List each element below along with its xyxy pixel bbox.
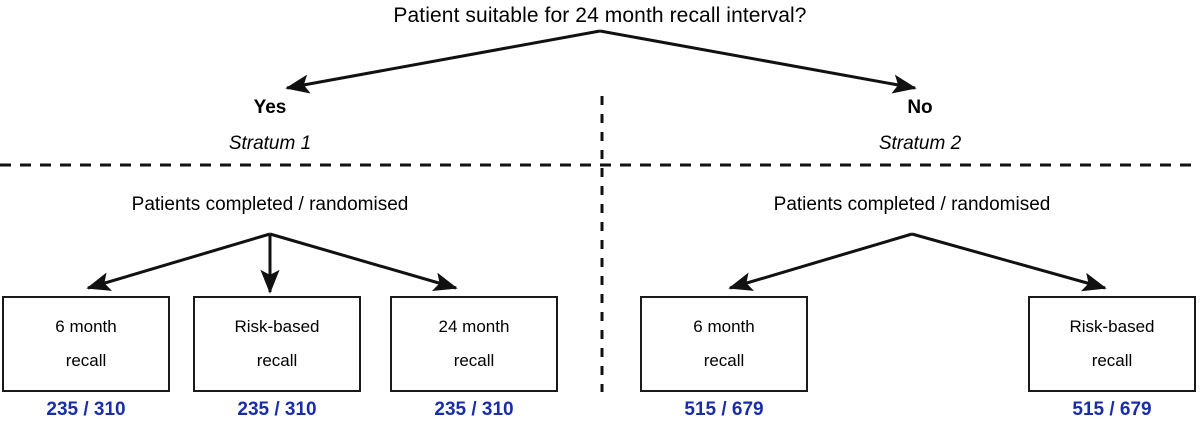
node-label-line1: Risk-based [234,317,320,336]
branch-label-no: No [907,97,933,118]
branch-label-yes: Yes [253,97,287,118]
arrow-stratum2-arm1 [728,232,913,291]
section-header-stratum2: Patients completed / randomised [773,194,1051,215]
node-label-line1: 6 month [55,317,117,336]
arrow-root-to-yes [285,29,601,94]
arrow-stratum1-arm1 [86,232,271,291]
node-label-line1: Risk-based [1069,317,1155,336]
node-box-stratum1-arm3[interactable]: 24 month recall [390,296,558,392]
arrow-stratum2-arm2 [911,232,1107,292]
node-label-line2: recall [453,351,495,370]
node-label-line2: recall [256,351,298,370]
arrow-stratum1-arm3 [269,232,458,292]
node-label-line1: 24 month [438,317,510,336]
section-header-stratum1: Patients completed / randomised [131,194,409,215]
count-stratum2-arm2: 515 / 679 [1072,399,1152,420]
diagram-title: Patient suitable for 24 month recall int… [393,4,807,27]
count-stratum1-arm1: 235 / 310 [46,399,126,420]
node-box-stratum1-arm1[interactable]: 6 month recall [2,296,170,392]
stratum-label-1: Stratum 1 [228,133,312,154]
node-box-stratum2-arm2[interactable]: Risk-based recall [1028,296,1196,392]
stratum-label-2: Stratum 2 [878,133,962,154]
count-stratum1-arm3: 235 / 310 [434,399,514,420]
node-box-stratum2-arm1[interactable]: 6 month recall [640,296,808,392]
node-label-line2: recall [65,351,107,370]
count-stratum2-arm1: 515 / 679 [684,399,764,420]
node-box-stratum1-arm2[interactable]: Risk-based recall [193,296,361,392]
count-stratum1-arm2: 235 / 310 [237,399,317,420]
node-label-line2: recall [703,351,745,370]
node-label-line1: 6 month [693,317,755,336]
node-label-line2: recall [1091,351,1133,370]
arrow-root-to-no [599,29,917,94]
